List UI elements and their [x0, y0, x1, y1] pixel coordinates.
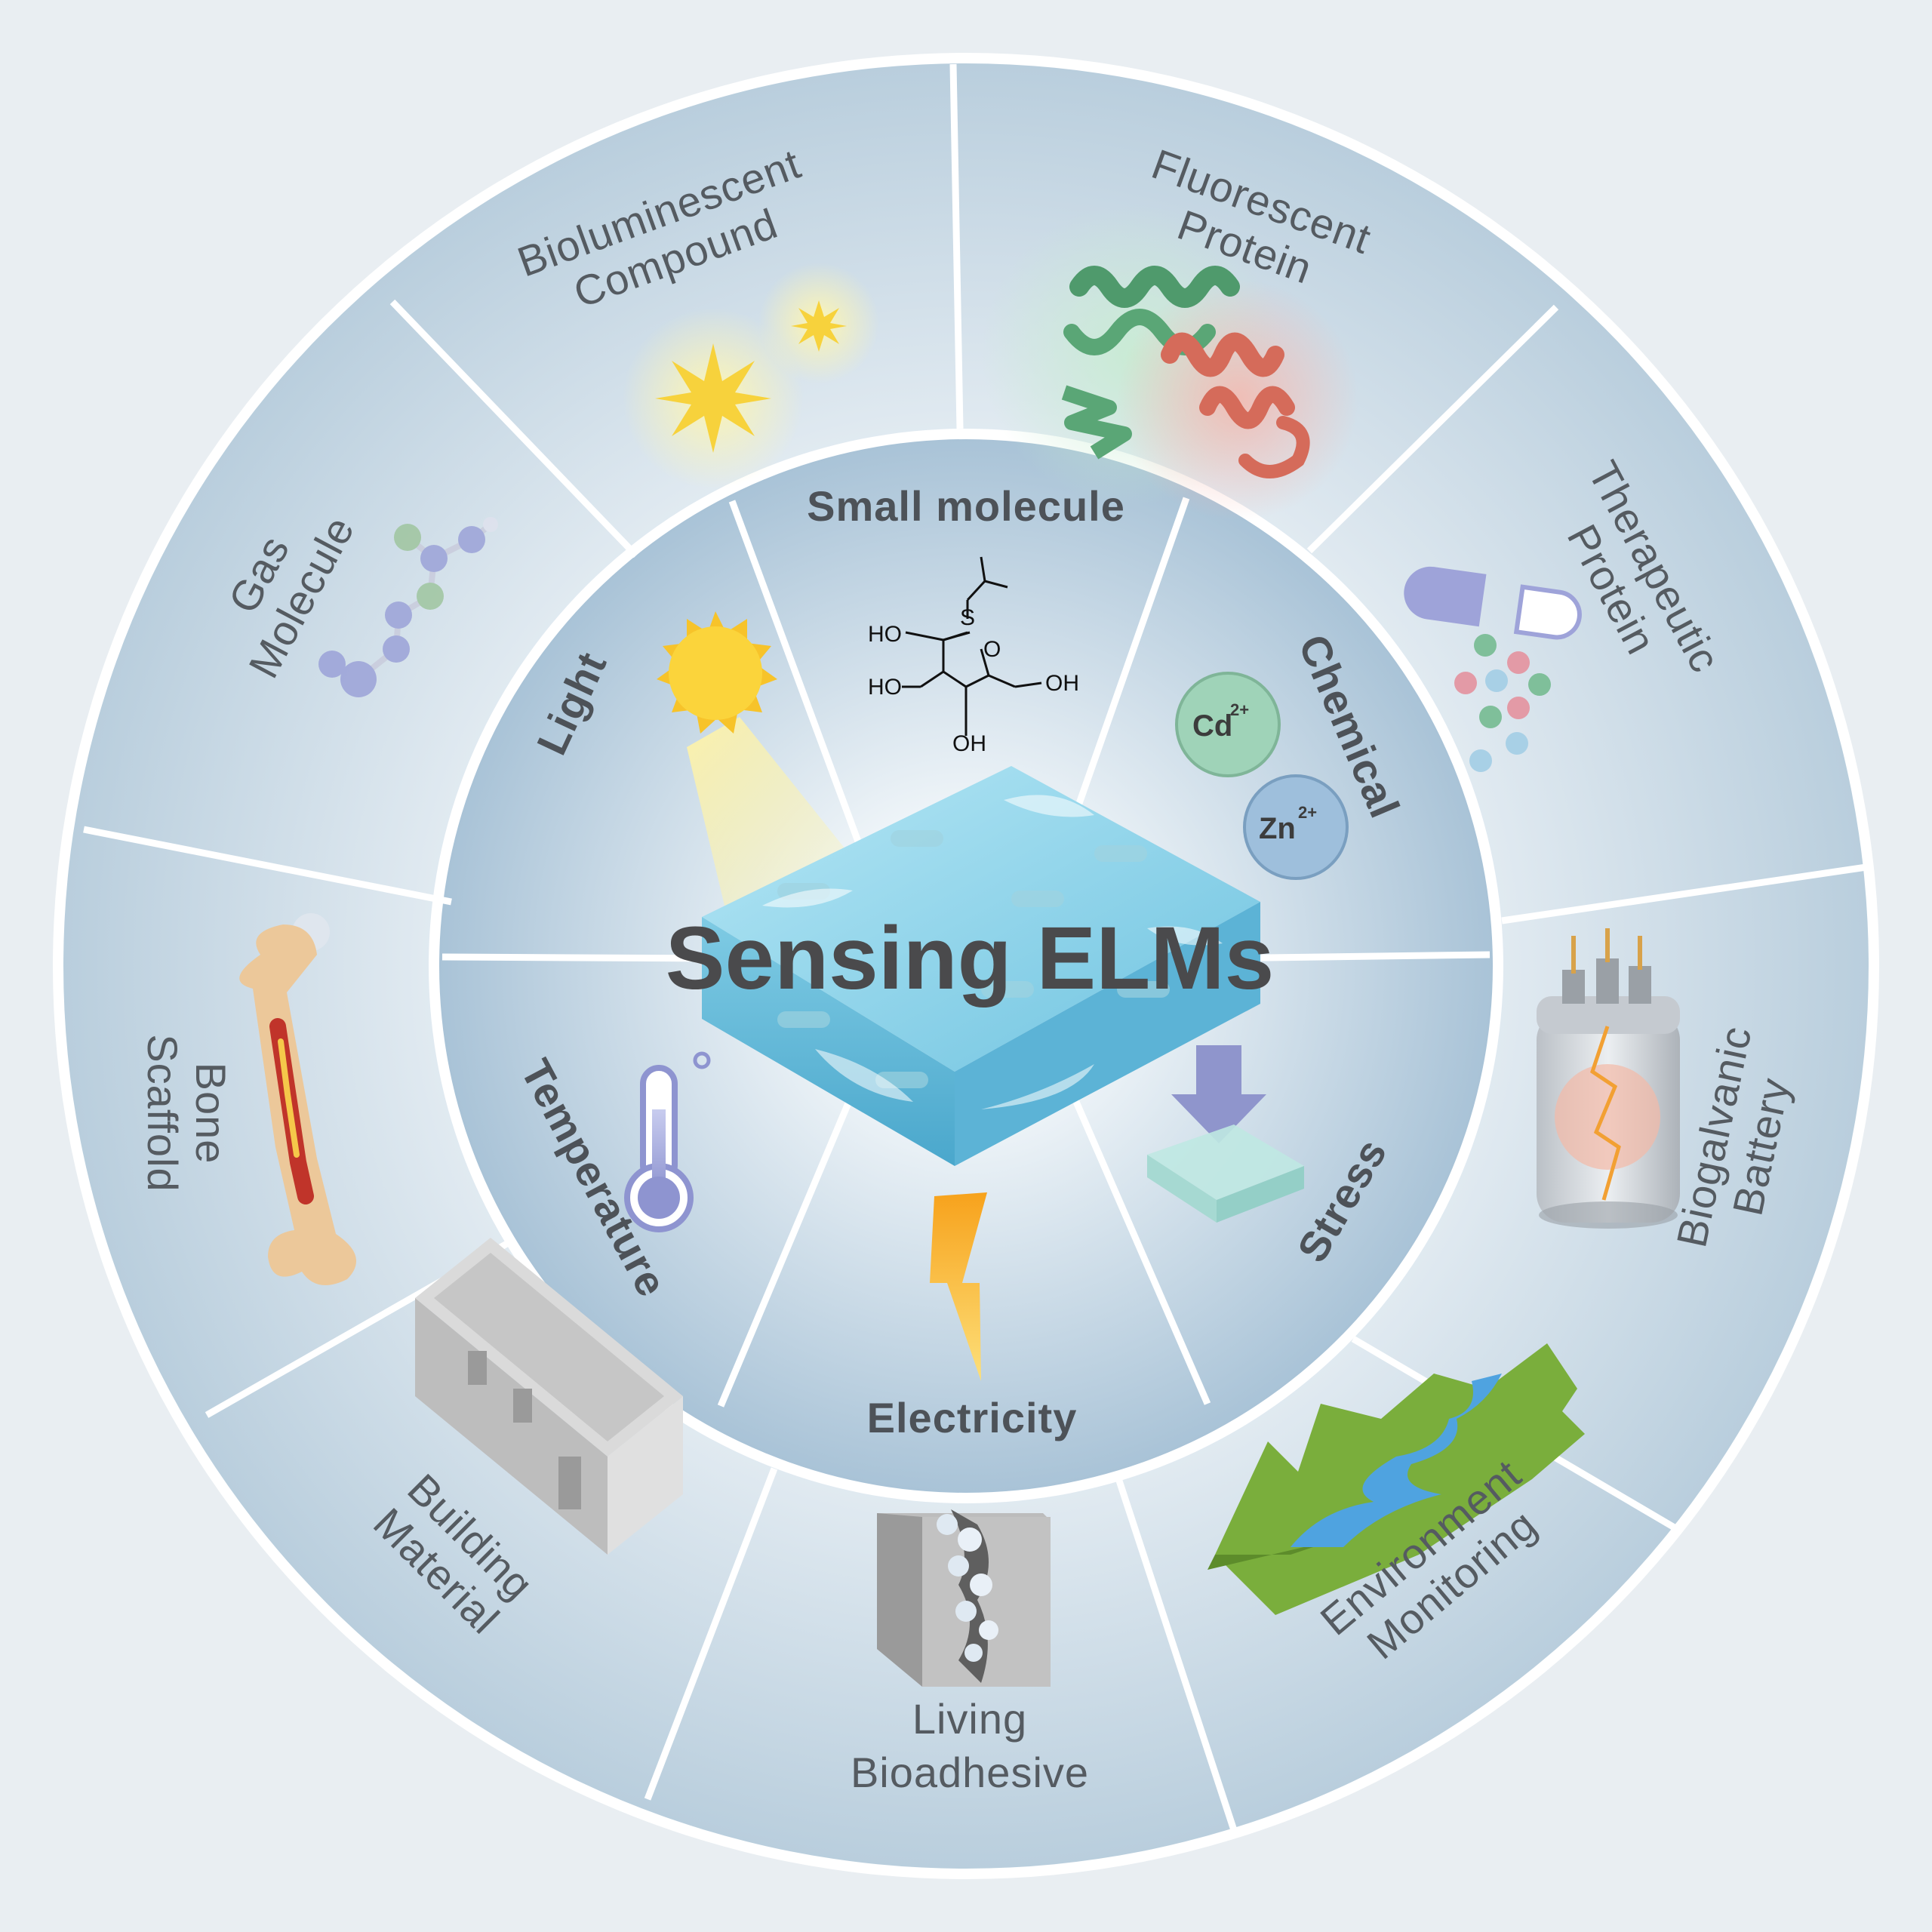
svg-text:Bone: Bone	[187, 1063, 235, 1164]
hydroxyl-label-left: HO	[868, 675, 902, 700]
battery-bottle-icon	[1537, 928, 1680, 1229]
gas-molecule-icon	[318, 517, 498, 697]
small-molecule-labels: S O HO HO OH OH	[868, 605, 1079, 756]
label-small-molecule: Small molecule	[807, 482, 1125, 530]
inner-dividers	[441, 497, 1491, 1407]
cracked-block-icon	[877, 1509, 1051, 1687]
label-electricity: Electricity	[867, 1394, 1078, 1441]
cadmium-ion-icon: Cd 2+	[1175, 672, 1281, 777]
label-bone-scaffold: Bone Scaffold	[139, 1034, 235, 1192]
lightning-bolt-icon	[930, 1192, 987, 1381]
hydroxyl-label-right: OH	[1045, 671, 1079, 696]
center-title: Sensing ELMs	[666, 909, 1274, 1008]
svg-text:2+: 2+	[1230, 700, 1249, 719]
oxygen-label: O	[983, 637, 1001, 662]
stress-arrow-icon	[1147, 1045, 1304, 1223]
svg-text:Living: Living	[912, 1695, 1027, 1743]
svg-text:Bioadhesive: Bioadhesive	[851, 1749, 1089, 1796]
zinc-ion-icon: Zn 2+	[1243, 774, 1349, 880]
label-living-bioadhesive: Living Bioadhesive	[851, 1695, 1089, 1796]
bioluminescent-star-icon	[623, 263, 879, 489]
svg-text:2+: 2+	[1298, 803, 1317, 822]
hydroxyl-label-bottom: OH	[952, 731, 986, 756]
hydroxyl-label-top: HO	[868, 622, 902, 647]
hydrogel-icon	[702, 766, 1260, 1166]
fluorescent-protein-icon	[981, 204, 1358, 521]
sun-icon	[657, 611, 860, 906]
bone-icon	[239, 913, 356, 1285]
sulfur-label: S	[960, 605, 975, 630]
building-icon	[415, 1238, 683, 1555]
capsule-icon	[1404, 566, 1582, 772]
thermometer-icon	[624, 1051, 711, 1232]
svg-text:Scaffold: Scaffold	[139, 1034, 186, 1192]
small-molecule-structure	[902, 556, 1042, 736]
landscape-icon	[1208, 1343, 1585, 1615]
svg-text:Cd: Cd	[1192, 709, 1232, 743]
svg-text:Zn: Zn	[1259, 812, 1296, 845]
